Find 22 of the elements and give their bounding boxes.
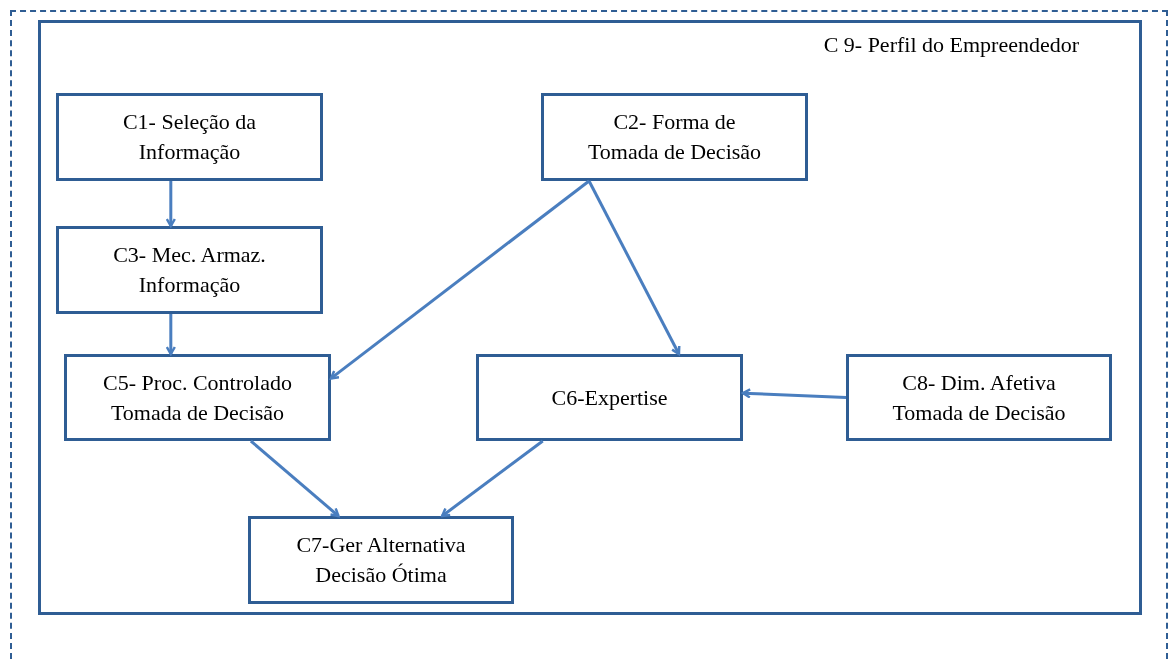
box-label: C1- Seleção da Informação (121, 108, 258, 166)
arrow (249, 439, 340, 518)
box-label: C7-Ger Alternativa Decisão Ótima (295, 531, 467, 589)
arrow (165, 314, 177, 356)
process-box (248, 516, 514, 604)
box-label: C6-Expertise (551, 383, 668, 412)
arrow (741, 388, 847, 399)
group-heading: C 9- Perfil do Empreendedor (823, 31, 1079, 59)
arrow (165, 181, 177, 228)
process-box (476, 354, 743, 441)
process-box (56, 226, 323, 314)
process-box (541, 93, 808, 181)
process-box (846, 354, 1112, 441)
box-label: C3- Mec. Armaz. Informação (112, 241, 267, 299)
box-label: C2- Forma de Tomada de Decisão (586, 108, 763, 166)
box-label: C8- Dim. Afetiva Tomada de Decisão (891, 368, 1067, 427)
box-label: C5- Proc. Controlado Tomada de Decisão (102, 368, 293, 427)
arrow (440, 439, 544, 518)
arrow (329, 179, 590, 380)
process-box (64, 354, 331, 441)
process-box (56, 93, 323, 181)
arrow (587, 180, 681, 356)
